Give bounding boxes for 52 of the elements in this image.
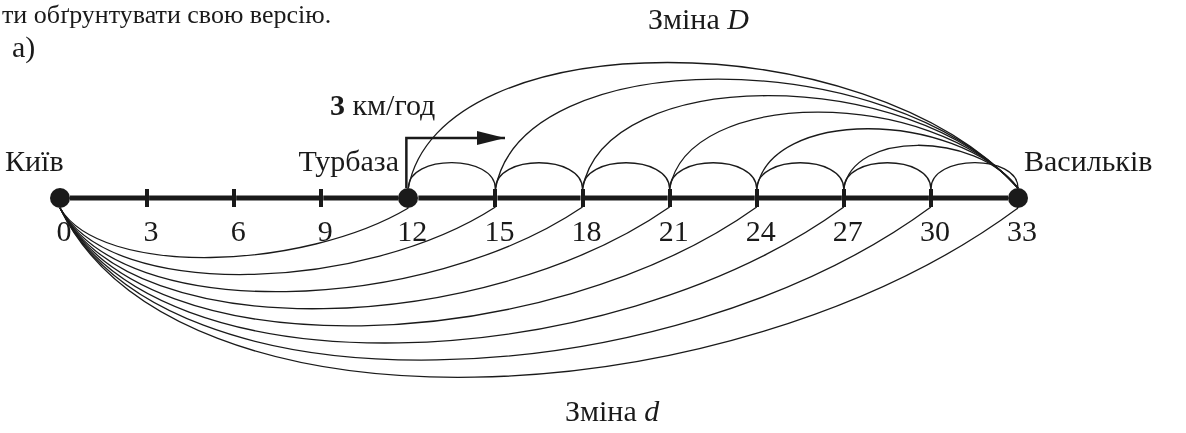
tick-label: 30 xyxy=(919,214,950,248)
place-name: Васильків xyxy=(1024,144,1153,178)
number-line-segment xyxy=(584,195,668,201)
number-line-segment xyxy=(932,195,1008,201)
number-line-segment xyxy=(236,195,320,201)
tick-mark xyxy=(493,189,498,207)
tick-label: 6 xyxy=(230,214,246,248)
arc xyxy=(669,162,758,190)
point-dot xyxy=(1008,188,1028,208)
arc xyxy=(930,162,1019,190)
part-label: а) xyxy=(12,30,36,64)
curve-family-label: Зміна d xyxy=(565,394,660,428)
place-name: Київ xyxy=(5,144,64,178)
tick-label: 27 xyxy=(832,214,863,248)
number-line-segment xyxy=(323,195,399,201)
tick-mark xyxy=(667,189,672,207)
tick-mark xyxy=(319,189,324,207)
tick-label: 33 xyxy=(1007,214,1037,248)
number-line-segment xyxy=(497,195,581,201)
tick-label: 15 xyxy=(484,214,515,248)
number-line-segment xyxy=(758,195,842,201)
tick-mark xyxy=(841,189,846,207)
arc xyxy=(843,162,932,190)
number-line-segment xyxy=(845,195,929,201)
arc xyxy=(407,162,497,190)
number-line-segment xyxy=(418,195,494,201)
tick-mark xyxy=(145,189,150,207)
number-line-segment xyxy=(70,195,146,201)
point-dot xyxy=(398,188,419,208)
tick-mark xyxy=(232,189,237,207)
curve-family-label: Зміна D xyxy=(648,2,749,36)
tick-mark xyxy=(754,189,759,207)
arc xyxy=(581,162,671,190)
tick-label: 9 xyxy=(317,214,333,248)
tick-label: 3 xyxy=(143,214,159,248)
place-name: Турбаза xyxy=(298,144,399,178)
arc xyxy=(59,207,1019,378)
tick-label: 18 xyxy=(571,214,602,248)
point-dot xyxy=(50,188,70,208)
number-line-segment xyxy=(671,195,755,201)
arc xyxy=(843,144,1019,190)
instruction-text: ти обґрунтувати свою версію. xyxy=(2,0,332,31)
tick-mark xyxy=(580,189,585,207)
tick-label: 21 xyxy=(658,214,689,248)
tick-mark xyxy=(928,189,933,207)
tick-label: 12 xyxy=(397,214,428,248)
number-line-segment xyxy=(149,195,233,201)
speed-label: 3 км/год xyxy=(330,88,436,122)
tick-label: 0 xyxy=(56,214,72,248)
arc xyxy=(494,162,584,190)
arc xyxy=(756,162,845,190)
tick-label: 24 xyxy=(745,214,776,248)
